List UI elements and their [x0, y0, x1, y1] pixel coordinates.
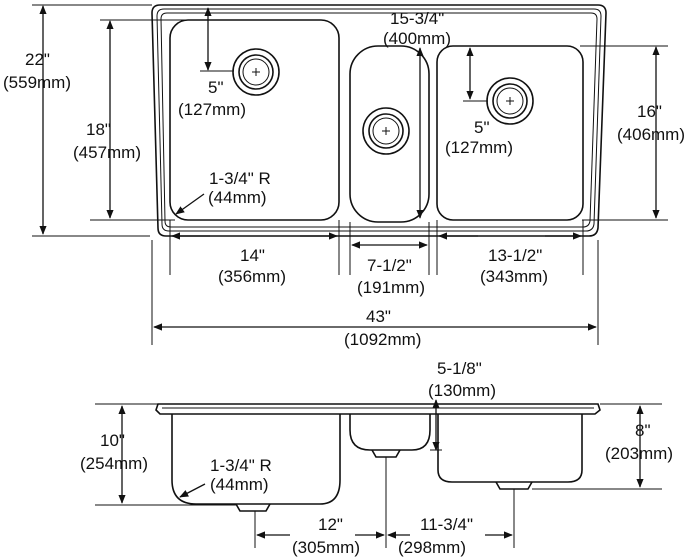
corner-radius-mm: (44mm): [208, 188, 267, 207]
top-view: 22" (559mm) 18" (457mm) 5" (127mm) 1-3/4…: [3, 4, 685, 349]
drain-spacing-right-inch: 11-3/4": [420, 515, 473, 534]
middle-depth-inch: 5-1/8": [437, 359, 482, 378]
left-bowl-height-inch: 18": [86, 120, 111, 139]
side-middle-bowl: [349, 414, 431, 451]
side-right-bowl: [437, 414, 583, 483]
right-depth-inch: 8": [635, 421, 651, 440]
right-drain-offset-inch: 5": [474, 118, 490, 137]
overall-height-mm: (559mm): [3, 73, 71, 92]
right-bowl: [436, 45, 584, 221]
left-depth-mm: (254mm): [80, 454, 148, 473]
middle-bowl-width-inch: 7-1/2": [367, 256, 412, 275]
overall-width-inch: 43": [366, 307, 391, 326]
left-bowl-height-mm: (457mm): [73, 143, 141, 162]
overall-width-mm: (1092mm): [344, 330, 421, 349]
side-corner-radius-leader: [179, 483, 206, 498]
left-depth-inch: 10": [100, 431, 125, 450]
right-depth-mm: (203mm): [605, 444, 673, 463]
left-bowl-width-inch: 14": [240, 246, 265, 265]
overall-height-inch: 22": [25, 50, 50, 69]
right-bowl-width-inch: 13-1/2": [488, 246, 542, 265]
left-bowl-width-mm: (356mm): [218, 267, 286, 286]
side-view: 5-1/8" (130mm) 10" (254mm) 8" (203mm) 1-…: [80, 359, 673, 557]
side-rim: [155, 403, 601, 415]
left-bowl: [169, 19, 340, 221]
drain-spacing-right-mm: (298mm): [398, 538, 466, 557]
right-drain-offset-mm: (127mm): [445, 138, 513, 157]
right-drain: [486, 77, 534, 125]
side-left-bowl: [171, 414, 341, 505]
middle-drain: [362, 107, 410, 155]
middle-bowl-depth-inch: 15-3/4": [390, 9, 444, 28]
corner-radius-leader: [175, 193, 205, 215]
corner-radius-inch: 1-3/4" R: [209, 169, 271, 188]
left-drain-offset-inch: 5": [208, 78, 224, 97]
right-bowl-height-mm: (406mm): [617, 125, 685, 144]
drain-spacing-left-mm: (305mm): [292, 538, 360, 557]
left-drain: [232, 48, 280, 96]
middle-bowl-width-mm: (191mm): [357, 278, 425, 297]
sink-rim-inner: [156, 8, 602, 232]
left-drain-offset-mm: (127mm): [178, 100, 246, 119]
middle-bowl: [349, 45, 430, 223]
sink-rim-outer: [151, 4, 607, 237]
side-corner-radius-inch: 1-3/4" R: [210, 456, 272, 475]
right-bowl-width-mm: (343mm): [480, 267, 548, 286]
right-bowl-height-inch: 16": [637, 102, 662, 121]
middle-depth-mm: (130mm): [428, 381, 496, 400]
drain-spacing-left-inch: 12": [318, 515, 343, 534]
middle-bowl-depth-mm: (400mm): [383, 29, 451, 48]
side-corner-radius-mm: (44mm): [210, 475, 269, 494]
